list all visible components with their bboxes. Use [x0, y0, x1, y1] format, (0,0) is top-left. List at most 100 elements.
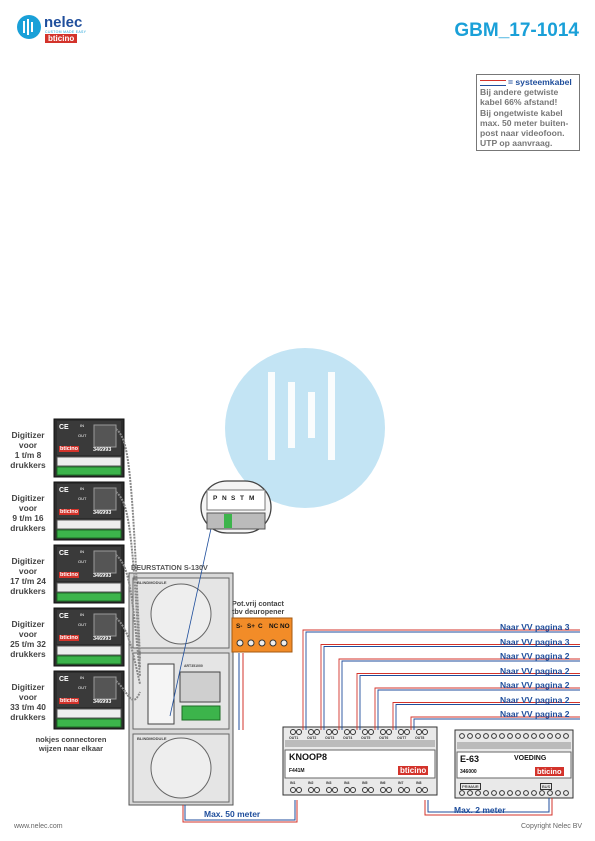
knoop-bottom-terminal-label: IN6	[380, 781, 386, 785]
knoop-brand: bticino	[398, 766, 429, 775]
digitizer-code: 346993	[93, 636, 112, 642]
digitizer-label-line: 9 t/m 16	[12, 513, 44, 523]
footer-website: www.nelec.com	[14, 823, 63, 830]
digitizer-ce-mark: CE	[59, 613, 69, 620]
digitizer-label-line: Digitizer	[11, 619, 45, 629]
relay-screw	[269, 639, 277, 647]
voeding-code: 346000	[460, 769, 477, 775]
nelec-logo-icon	[17, 15, 41, 39]
digitizer-label-line: drukkers	[10, 523, 46, 533]
digitizer-out-label: OUT	[78, 496, 87, 501]
digitizer-brand: bticino	[59, 572, 80, 578]
distance-door-knoop: Max. 50 meter	[204, 809, 261, 819]
relay-terminal-label: NC	[269, 623, 279, 630]
cable-note-line: kabel 66% afstand!	[480, 97, 558, 108]
digitizer-label-line: drukkers	[10, 586, 46, 596]
knoop-bottom-terminal-label: IN3	[326, 781, 332, 785]
voeding-primair: PRIMAIR	[460, 783, 481, 790]
knoop-bottom-terminal-label: IN7	[398, 781, 404, 785]
cable-note-line: max. 50 meter buiten-	[480, 117, 569, 128]
digitizer-out-label: OUT	[78, 685, 87, 690]
voeding-brand: bticino	[535, 767, 564, 776]
zoom-callout	[169, 480, 272, 717]
relay-title: Pot.vrij contact tbv deuropener	[232, 600, 284, 616]
digitizer-code: 346993	[93, 510, 112, 516]
digitizer-ce-mark: CE	[59, 424, 69, 431]
cable-legend: = systeemkabel	[480, 77, 576, 87]
knoop-code: F441M	[289, 768, 305, 774]
cable-note-line: Bij andere getwiste	[480, 87, 559, 98]
brand-tagline: CUSTOM MADE EASY	[45, 30, 87, 34]
door-station-title: DEURSTATION S-130V	[131, 563, 208, 572]
relay-title-line: Pot.vrij contact	[232, 599, 284, 608]
cable-note-line: UTP op aanvraag.	[480, 138, 553, 149]
knoop-bottom-terminal-label: IN8	[416, 781, 422, 785]
output-label: Naar VV pagina 2	[500, 694, 570, 705]
knoop-top-terminal-label: OUT2	[307, 736, 317, 740]
digitizer-out-label: OUT	[78, 622, 87, 627]
digitizer-out-label: OUT	[78, 433, 87, 438]
knoop-bottom-terminal-label: IN2	[308, 781, 314, 785]
footer-copyright: Copyright Nelec BV	[521, 823, 583, 830]
relay-block	[231, 617, 293, 653]
knoop-top-terminal-label: OUT4	[343, 736, 353, 740]
cable-note-line: Bij ongetwiste kabel	[480, 107, 563, 118]
digitizer-code: 346993	[93, 699, 112, 705]
relay-screw	[258, 639, 266, 647]
zoom-terminal-label: M	[249, 495, 255, 502]
digitizer-label-line: Digitizer	[11, 493, 45, 503]
digitizer-code: 346993	[93, 447, 112, 453]
digitizer-module	[53, 544, 141, 677]
knoop-top-terminal-label: OUT6	[379, 736, 389, 740]
voeding-bus: BUS	[540, 783, 553, 790]
digitizer-out-label: OUT	[78, 559, 87, 564]
bus-cable-door-knoop	[182, 800, 298, 823]
digitizer-label-line: voor	[18, 692, 38, 702]
watermark-bars	[268, 372, 335, 460]
digitizer-label-line: voor	[18, 440, 38, 450]
bus-cable-knoop-voeding	[424, 798, 553, 816]
digitizer-label-line: voor	[18, 566, 38, 576]
output-label: Naar VV pagina 2	[500, 680, 570, 690]
knoop-top-terminal-label: OUT3	[325, 736, 335, 740]
zoom-terminal-label: N	[222, 495, 227, 502]
digitizer-label-line: 25 t/m 32	[10, 639, 46, 649]
relay-terminal-label: S-	[236, 623, 243, 630]
cable-legend-text: = systeemkabel	[508, 77, 572, 87]
output-label: Naar VV pagina 2	[500, 651, 570, 661]
system-cable-swatch	[480, 79, 506, 86]
digitizer-label-line: Digitizer	[11, 430, 45, 440]
knoop-top-terminal-label: OUT1	[289, 736, 299, 740]
zoom-terminal-label: S	[231, 495, 236, 502]
connector-note: nokjes connectoren wijzen naar elkaar	[26, 735, 116, 753]
digitizer-label-line: drukkers	[10, 460, 46, 470]
digitizer-label-line: voor	[18, 629, 38, 639]
knoop-top-terminal-label: OUT7	[397, 736, 407, 740]
audio-module-code: ART351000	[184, 664, 203, 668]
digitizer-label-line: drukkers	[10, 649, 46, 659]
output-label: Naar VV pagina 2	[500, 665, 570, 676]
brand-name: nelec	[44, 14, 83, 31]
digitizer-brand: bticino	[59, 698, 80, 704]
knoop-bottom-terminal-label: IN1	[290, 781, 296, 785]
cable-note-line: post naar videofoon.	[480, 128, 565, 139]
digitizer-in-label: IN	[80, 675, 84, 680]
blind-module-top-label: BLINDMODULE	[137, 580, 167, 585]
digitizer-label-line: 17 t/m 24	[10, 576, 46, 586]
connector-note-line: nokjes connectoren	[35, 735, 107, 744]
knoop-top-terminal-label: OUT8	[415, 736, 425, 740]
connector-note-line: wijzen naar elkaar	[38, 744, 104, 753]
digitizer-label-line: 1 t/m 8	[14, 450, 42, 460]
digitizer-label-line: 33 t/m 40	[10, 702, 46, 712]
relay-terminal-label: NO	[280, 623, 290, 630]
output-label: Naar VV pagina 3	[500, 636, 570, 647]
blind-module-bottom-label: BLINDMODULE	[137, 736, 167, 741]
bticino-logo: bticino	[45, 34, 78, 43]
cable-note: = systeemkabel Bij andere getwiste kabel…	[476, 74, 580, 152]
digitizer-ce-mark: CE	[59, 550, 69, 557]
knoop-bottom-terminal-label: IN4	[344, 781, 350, 785]
digitizer-ce-mark: CE	[59, 676, 69, 683]
